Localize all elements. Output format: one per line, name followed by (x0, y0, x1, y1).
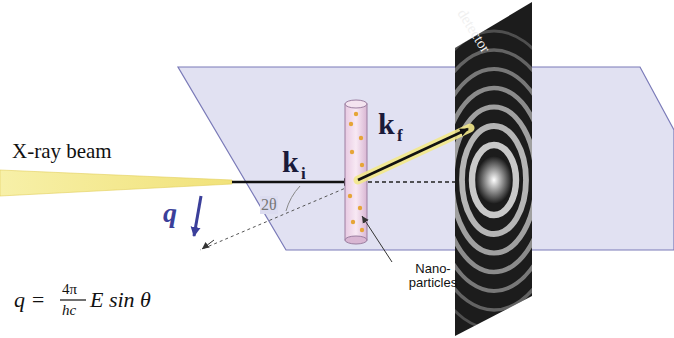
formula-part: q = (14, 288, 45, 312)
beam-label: X-ray beam (12, 140, 112, 163)
sample-label: Nano-particles (398, 262, 468, 291)
scattering-vector-label: q (163, 198, 177, 229)
wavevector-subscript: f (397, 127, 403, 146)
formula-part: E sin θ (90, 288, 151, 312)
wavevector-symbol: k (282, 145, 299, 178)
angle-label: 2θ (260, 196, 278, 214)
formula-numerator: 4π (62, 281, 77, 298)
wavevector-symbol: k (378, 107, 395, 140)
wavevector-subscript: i (301, 165, 306, 184)
formula-denominator: hc (62, 302, 76, 319)
